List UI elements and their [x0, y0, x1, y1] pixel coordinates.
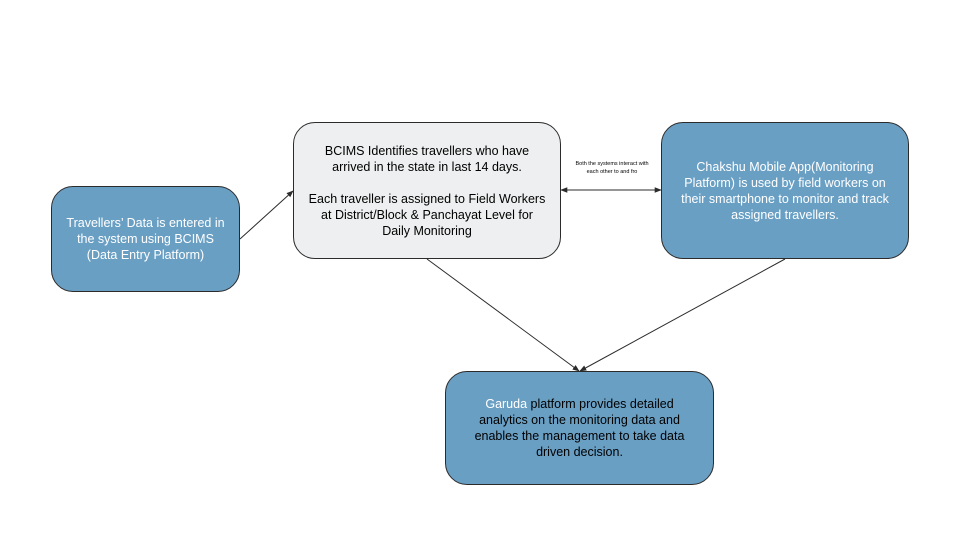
node-chakshu-mobile-app-text: Chakshu Mobile App(Monitoring Platform) … [681, 159, 889, 222]
garuda-name: Garuda [485, 397, 528, 411]
node-garuda-platform-text: Garuda platform provides detailed analyt… [466, 396, 693, 460]
node-bcims-identification: BCIMS Identifies travellers who have arr… [293, 122, 561, 259]
node-garuda-platform: Garuda platform provides detailed analyt… [445, 371, 714, 485]
node-travellers-data-entry: Travellers’ Data is entered in the syste… [51, 186, 240, 292]
edge-label-bcims-chakshu: Both the systems interact with each othe… [575, 161, 649, 175]
garuda-description: platform provides detailed analytics on … [474, 397, 685, 459]
node-chakshu-mobile-app: Chakshu Mobile App(Monitoring Platform) … [661, 122, 909, 259]
node-travellers-data-entry-text: Travellers’ Data is entered in the syste… [66, 216, 225, 262]
arrow-entry-to-bcims [239, 190, 294, 240]
arrow-chakshu-to-garuda [579, 258, 786, 372]
arrow-bcims-to-garuda [426, 258, 580, 372]
node-bcims-identification-text: BCIMS Identifies travellers who have arr… [308, 143, 546, 238]
